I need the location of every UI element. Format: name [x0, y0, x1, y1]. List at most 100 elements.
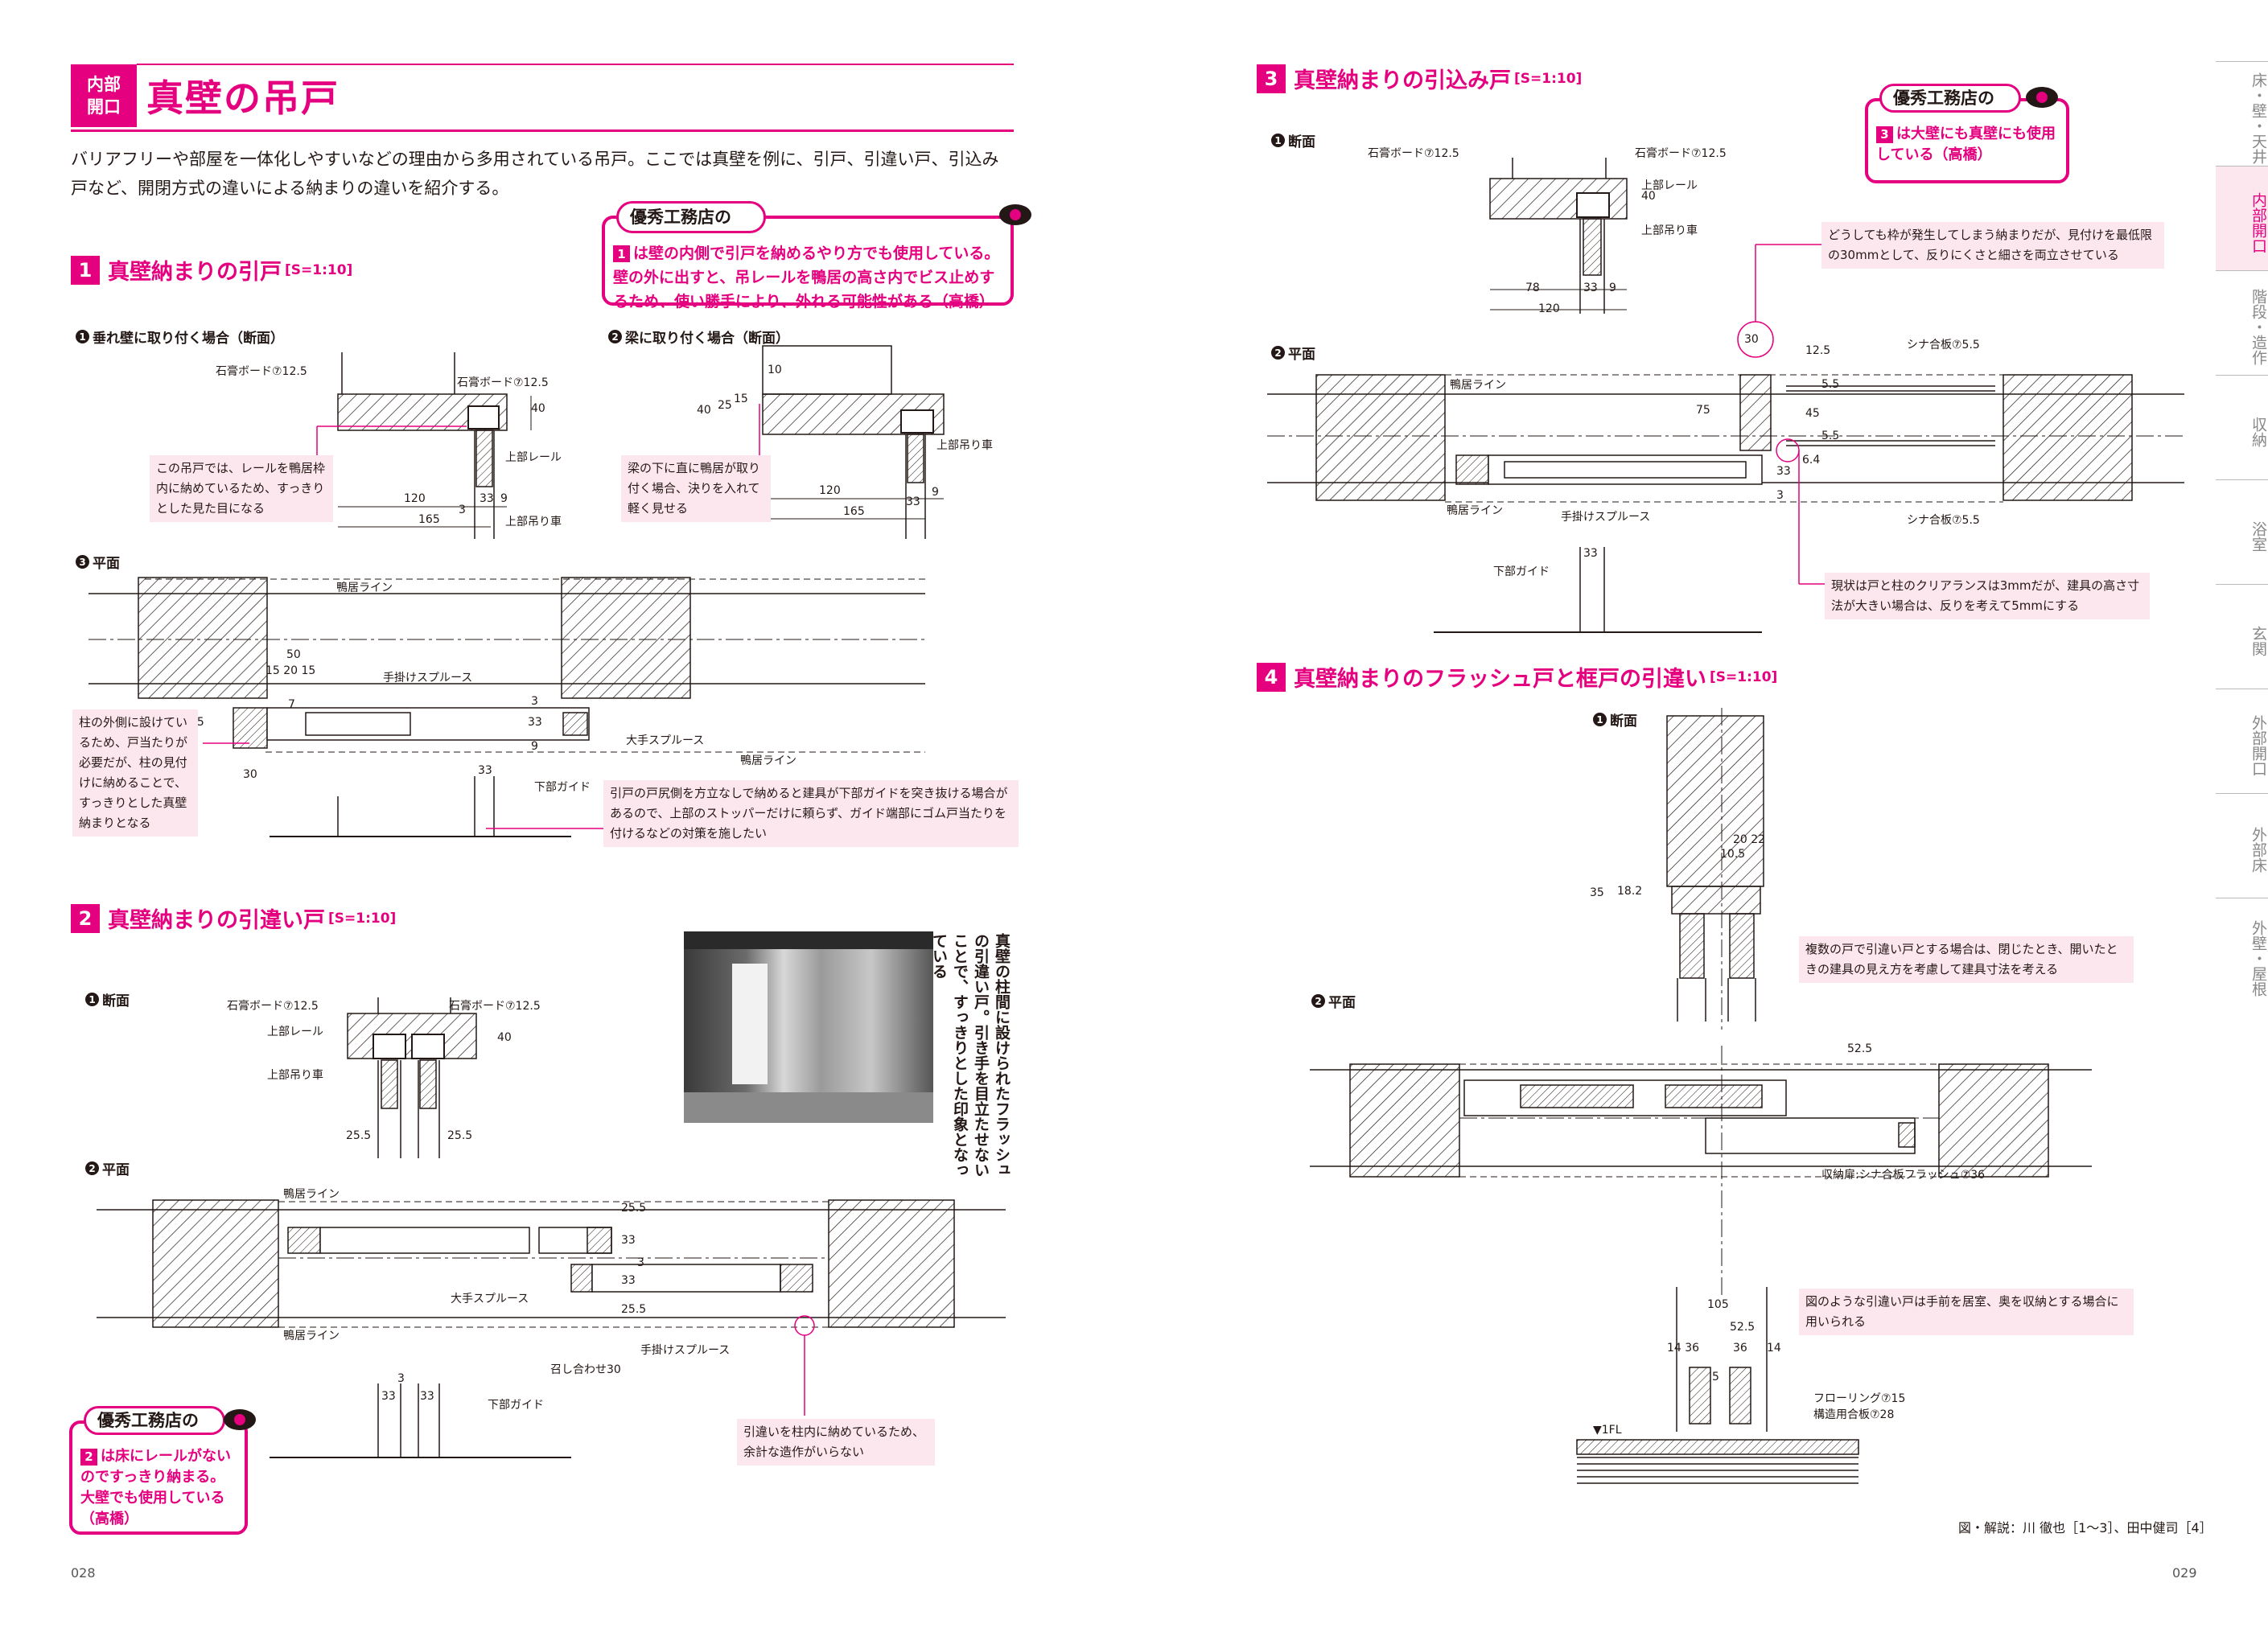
s4-callout-2: 図のような引違い戸は手前を居室、奥を収納とする場合に用いられる: [1799, 1289, 2134, 1335]
dim: 52.5: [1730, 1321, 1756, 1334]
s3-label-shina1: シナ合板⑦5.5: [1907, 339, 1980, 352]
dim: 12.5: [1805, 344, 1831, 357]
side-index-item[interactable]: 階段・造作: [2216, 270, 2268, 375]
side-index-item[interactable]: 外壁・屋根: [2216, 898, 2268, 1010]
dim: 5: [1712, 1371, 1719, 1383]
dim: 15: [734, 393, 748, 405]
side-index-item[interactable]: 浴室: [2216, 479, 2268, 584]
dim: 33: [906, 495, 920, 508]
side-index-item[interactable]: 収納: [2216, 375, 2268, 479]
dim: 165: [418, 513, 440, 526]
expert-title: 優秀工務店の: [84, 1406, 225, 1435]
dim: 7: [288, 698, 295, 711]
s4-label-fl: ▼1FL: [1593, 1424, 1622, 1437]
side-index-item[interactable]: 外部床: [2216, 793, 2268, 898]
s1-label-kamoi: 鴨居ライン: [336, 582, 393, 594]
s3-label-kamoi2: 鴨居ライン: [1447, 504, 1503, 517]
dim: 165: [843, 505, 865, 518]
s2-label-rail: 上部レール: [267, 1026, 323, 1038]
dim: 75: [1696, 404, 1710, 417]
s4-label-floor: フローリング⑦15: [1813, 1392, 1906, 1405]
dim: 45: [1805, 407, 1820, 420]
s2-label-tegake: 手掛けスプルース: [640, 1344, 731, 1357]
s4-label-door: 収納扉:シナ合板フラッシュ⑦36: [1821, 1169, 1986, 1182]
dim: 10: [768, 364, 782, 376]
dim: 3: [1776, 489, 1784, 502]
s4-label-ply: 構造用合板⑦28: [1813, 1408, 1895, 1421]
dim: 105: [1707, 1298, 1729, 1311]
s3-label-guide: 下部ガイド: [1493, 565, 1550, 578]
interior-photo: [684, 931, 933, 1123]
dim: 25: [718, 399, 732, 412]
dim: 25.5: [621, 1202, 647, 1215]
s1-label-ote: 大手スプルース: [626, 734, 705, 747]
s2-label-board-r: 石膏ボード⑦12.5: [449, 1000, 541, 1013]
dim: 33: [1776, 465, 1791, 478]
s3-label-rail: 上部レール: [1641, 179, 1698, 192]
dim: 3: [397, 1372, 405, 1385]
s1-label-board-l: 石膏ボード⑦12.5: [216, 365, 307, 378]
s3-label-board-r: 石膏ボード⑦12.5: [1635, 147, 1727, 160]
expert-mark: 3: [1876, 125, 1893, 143]
s1-label-kamoi2: 鴨居ライン: [740, 754, 796, 767]
side-index-item[interactable]: 外部開口: [2216, 689, 2268, 793]
dim: 9: [1609, 282, 1616, 294]
dim: 20 22: [1733, 833, 1766, 846]
dim: 40: [697, 404, 711, 417]
s3-label-board-l: 石膏ボード⑦12.5: [1368, 147, 1459, 160]
dim: 30: [243, 768, 257, 781]
photo-ceiling: [684, 931, 933, 949]
s1-label-guide: 下部ガイド: [534, 781, 591, 794]
tag-line-2: 開口: [87, 97, 121, 117]
side-index-item[interactable]: 床・壁・天井: [2216, 61, 2268, 166]
dim: 33: [1583, 282, 1598, 294]
expert-mark: 2: [80, 1448, 97, 1466]
s3-label-wheel: 上部吊り車: [1641, 224, 1698, 237]
s2-label-ote: 大手スプルース: [451, 1293, 529, 1305]
dim: 9: [531, 740, 538, 753]
s3-label-shina2: シナ合板⑦5.5: [1907, 514, 1980, 527]
dim: 52.5: [1847, 1042, 1873, 1055]
side-index-item[interactable]: 玄関: [2216, 584, 2268, 689]
s2-label-wheel: 上部吊り車: [267, 1069, 323, 1082]
dim: 9: [932, 486, 939, 499]
s2-label-meshi: 召し合わせ30: [550, 1363, 621, 1376]
side-index-item-active[interactable]: 内部開口: [2216, 166, 2268, 270]
dim: 10.5: [1720, 848, 1746, 861]
dim: 6.4: [1802, 454, 1821, 467]
expert-text: は大壁にも真壁にも使用している（高橋）: [1876, 125, 2056, 163]
dim: 14 36: [1667, 1342, 1700, 1355]
s1-label-wheel2: 上部吊り車: [936, 439, 993, 452]
eye-icon: [2026, 87, 2058, 108]
dim: 33: [621, 1234, 636, 1247]
dim: 36: [1733, 1342, 1747, 1355]
dim: 14: [1767, 1342, 1781, 1355]
dim: 18.2: [1617, 885, 1643, 898]
expert-title: 優秀工務店の: [1879, 84, 2021, 113]
s1-callout-2: 梁の下に直に鴨居が取り付く場合、決りを入れて軽く見せる: [621, 455, 771, 522]
dim: 3: [531, 695, 538, 708]
expert-title: 優秀工務店の: [616, 201, 766, 233]
section-tag: 内部 開口: [71, 64, 137, 127]
dim: 3: [459, 504, 466, 516]
eye-icon: [224, 1409, 256, 1430]
s1-label-rail: 上部レール: [505, 451, 562, 464]
s2-label-board-l: 石膏ボード⑦12.5: [227, 1000, 319, 1013]
dim: 33: [480, 492, 494, 505]
dim: 33: [420, 1390, 434, 1403]
expert-text: は床にレールがないのですっきり納まる。大壁でも使用している（高橋）: [80, 1448, 231, 1527]
dim: 50: [286, 648, 301, 661]
dim: 25.5: [447, 1129, 473, 1142]
photo-floor: [684, 1092, 933, 1123]
intro-text: バリアフリーや部屋を一体化しやすいなどの理由から多用されている吊戸。ここでは真壁…: [71, 150, 999, 198]
